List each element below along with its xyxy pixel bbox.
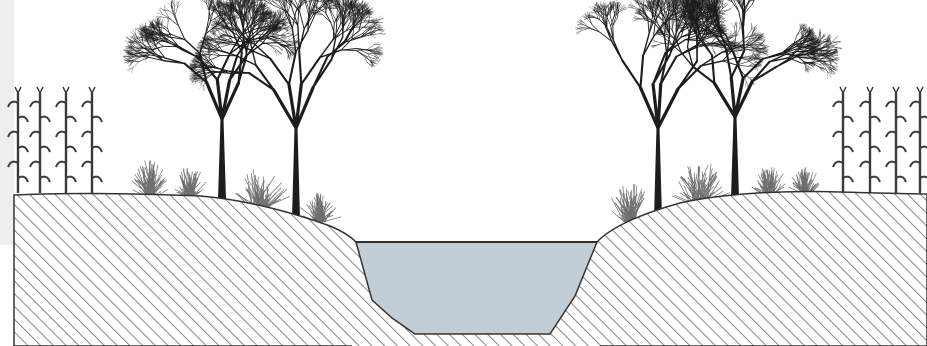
vegetation-layer [8,0,927,222]
corn-plant-right-1 [833,87,853,193]
corn-plant-right-3 [886,87,906,193]
corn-plant-right-2 [860,87,880,193]
right-bank-soil [560,191,927,346]
left-side-panel [0,0,14,245]
corn-plant-left-2 [30,87,50,193]
tree-right-2 [651,0,842,198]
shrub-left-1 [132,160,168,197]
shrub-left-2 [175,168,206,197]
corn-plant-left-4 [82,87,102,193]
corn-plant-right-4 [910,87,927,193]
corn-plant-left-3 [56,87,76,193]
